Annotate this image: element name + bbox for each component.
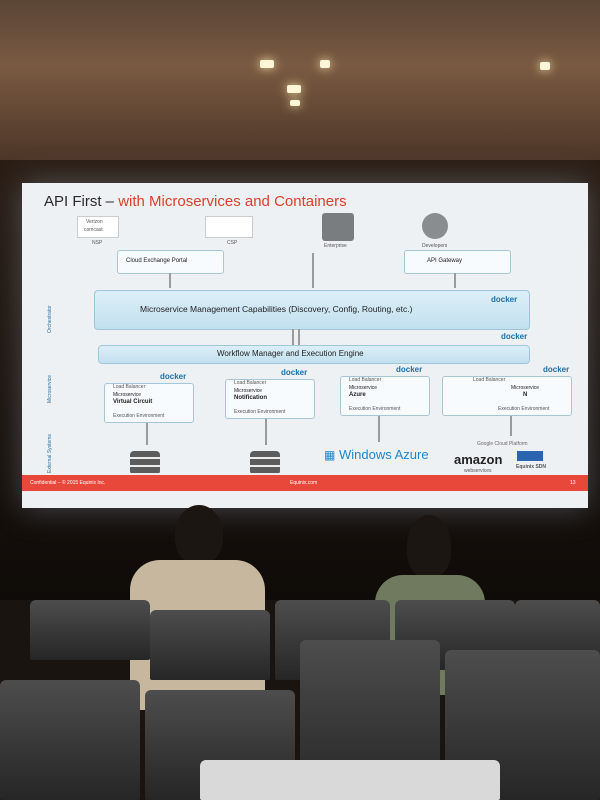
docker-logo: docker (491, 295, 518, 304)
equinix-sdn-label: Equinix SDN (516, 464, 547, 470)
external-systems-label: External Systems (47, 434, 53, 473)
footer-confidential: Confidential – © 2015 Equinix Inc. (30, 480, 106, 486)
database-icon (130, 451, 160, 475)
microservice-kind: Microservice (349, 385, 378, 391)
docker-logo: docker (160, 372, 187, 381)
arrow (169, 273, 171, 288)
docker-logo: docker (543, 365, 570, 374)
google-cloud-logo: Google Cloud Platform (477, 441, 528, 447)
load-balancer-label: Load Balancer (113, 384, 146, 390)
nsp-logos: Verizon comcast (77, 216, 119, 238)
microservice-kind: Microservice (113, 392, 142, 398)
ceiling-light (260, 60, 274, 68)
orchestrator-label: Orchestrator (47, 305, 53, 333)
ceiling (0, 0, 600, 165)
chair (0, 680, 140, 800)
arrow (292, 329, 294, 345)
arrow (265, 419, 267, 445)
amazon-logo: amazon (454, 452, 503, 467)
arrow (312, 253, 314, 288)
projection-screen: API First – with Microservices and Conta… (22, 183, 588, 508)
docker-logo: docker (281, 368, 308, 377)
cloud-exchange-portal-label: Cloud Exchange Portal (126, 258, 188, 264)
workflow-manager-label: Workflow Manager and Execution Engine (217, 349, 364, 358)
page-number: 13 (570, 480, 576, 486)
database-icon (250, 451, 280, 475)
arrow (146, 423, 148, 445)
api-gateway-box: API Gateway (404, 250, 511, 274)
arrow (378, 416, 380, 442)
person-head (175, 505, 223, 563)
slide-title-highlight: with Microservices and Containers (118, 193, 347, 210)
csp-logos (205, 216, 253, 238)
windows-azure-logo: ▦ Windows Azure (324, 447, 429, 462)
comcast-logo: comcast (84, 227, 103, 233)
equinix-logo (517, 451, 543, 461)
microservice-name: Azure (349, 392, 366, 398)
docker-logo: docker (501, 332, 528, 341)
windows-flag-icon: ▦ (324, 448, 336, 462)
microservice-box: Load Balancer Microservice Notification … (225, 368, 315, 419)
execution-environment-label: Execution Environment (113, 413, 165, 419)
microservice-box: Load Balancer Microservice N Execution E… (442, 365, 572, 416)
microservice-box: Load Balancer Microservice Azure Executi… (340, 365, 430, 416)
arrow (510, 416, 512, 436)
load-balancer-label: Load Balancer (473, 377, 506, 383)
execution-environment-label: Execution Environment (498, 406, 550, 412)
person-head (407, 515, 451, 577)
microservice-kind: Microservice (511, 385, 540, 391)
building-icon (322, 213, 354, 241)
footer-website: Equinix.com (290, 480, 318, 486)
chair (30, 600, 150, 660)
ceiling-light (290, 100, 300, 106)
verizon-logo: Verizon (86, 219, 103, 225)
microservice-name: N (523, 392, 528, 398)
arrow (454, 273, 456, 288)
csp-label: CSP (227, 240, 238, 246)
microservice-management-bar: Microservice Management Capabilities (Di… (94, 290, 530, 330)
microservice-management-label: Microservice Management Capabilities (Di… (140, 304, 413, 314)
slide-title-main: API First – (44, 193, 119, 210)
api-gateway-label: API Gateway (427, 258, 463, 264)
amazon-webservices-text: webservices (464, 468, 492, 474)
arrow (298, 329, 300, 345)
slide-title: API First – with Microservices and Conta… (44, 193, 347, 210)
chair (200, 760, 500, 800)
windows-azure-text: Windows Azure (338, 447, 429, 462)
execution-environment-label: Execution Environment (234, 409, 286, 415)
developer-icon (422, 213, 448, 239)
ceiling-light (287, 85, 301, 93)
slide-footer: Confidential – © 2015 Equinix Inc. Equin… (22, 475, 588, 491)
docker-logo: docker (396, 365, 423, 374)
ceiling-light (540, 62, 550, 70)
ceiling-light (320, 60, 330, 68)
microservice-side-label: Microservice (47, 374, 53, 403)
load-balancer-label: Load Balancer (234, 380, 267, 386)
microservice-box: Load Balancer Microservice Virtual Circu… (104, 372, 194, 423)
microservice-kind: Microservice (234, 388, 263, 394)
developers-label: Developers (422, 243, 448, 249)
execution-environment-label: Execution Environment (349, 406, 401, 412)
enterprise-label: Enterprise (324, 243, 347, 249)
load-balancer-label: Load Balancer (349, 377, 382, 383)
chair (150, 610, 270, 680)
microservice-name: Notification (234, 395, 267, 401)
microservice-name: Virtual Circuit (113, 399, 153, 405)
workflow-manager-bar: Workflow Manager and Execution Engine do… (98, 332, 530, 364)
cloud-exchange-portal-box: Cloud Exchange Portal (117, 250, 224, 274)
nsp-label: NSP (92, 240, 103, 246)
